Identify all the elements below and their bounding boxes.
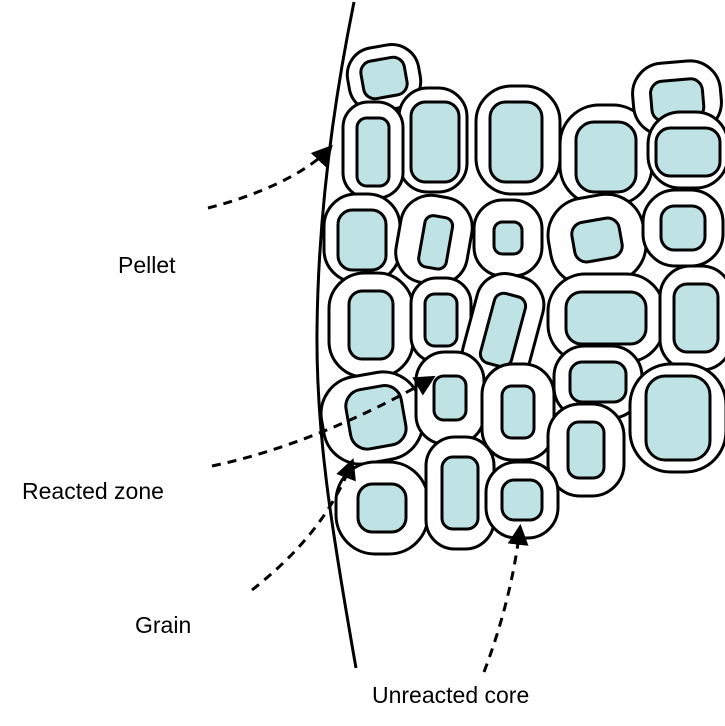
grain bbox=[416, 352, 484, 444]
grain bbox=[548, 404, 624, 496]
unreacted-core bbox=[358, 484, 406, 532]
grain bbox=[336, 462, 428, 554]
unreacted-core bbox=[502, 480, 542, 520]
unreacted-core bbox=[646, 376, 710, 460]
grain bbox=[474, 200, 542, 276]
grain bbox=[426, 437, 494, 549]
unreacted-core bbox=[570, 216, 624, 264]
grain bbox=[329, 273, 413, 377]
grain-label: Grain bbox=[135, 612, 191, 639]
grain bbox=[315, 366, 429, 470]
pellet-pointer-arrow bbox=[208, 148, 330, 208]
grain bbox=[391, 190, 477, 289]
unreacted-core bbox=[338, 210, 386, 270]
unreacted-core bbox=[442, 457, 478, 529]
unreacted-core bbox=[502, 386, 534, 438]
unreacted-core bbox=[661, 206, 705, 250]
unreacted-core bbox=[357, 118, 389, 186]
unreacted-core bbox=[359, 55, 409, 100]
unreacted-core bbox=[411, 102, 459, 182]
grain bbox=[660, 266, 725, 370]
unreacted-core bbox=[576, 122, 636, 192]
pellet-label: Pellet bbox=[118, 252, 176, 279]
grain bbox=[648, 112, 725, 188]
unreacted-core bbox=[566, 292, 646, 344]
grain bbox=[486, 462, 558, 538]
grain bbox=[476, 86, 560, 194]
grain bbox=[482, 364, 554, 460]
reacted-zone-label: Reacted zone bbox=[22, 478, 164, 505]
unreacted-core bbox=[490, 102, 542, 182]
unreacted-core bbox=[570, 362, 626, 402]
unreacted-core bbox=[656, 128, 720, 176]
grain bbox=[324, 194, 400, 282]
unreacted-core bbox=[568, 422, 604, 478]
grain bbox=[399, 88, 467, 192]
grain bbox=[630, 364, 725, 472]
grains-group bbox=[315, 40, 725, 554]
core-pointer-arrow bbox=[484, 528, 520, 672]
unreacted-core-label: Unreacted core bbox=[372, 682, 529, 709]
unreacted-core bbox=[494, 222, 522, 254]
unreacted-core bbox=[674, 284, 718, 352]
unreacted-core bbox=[434, 376, 466, 420]
unreacted-core bbox=[425, 294, 457, 346]
grain bbox=[643, 190, 723, 266]
grain bbox=[343, 102, 403, 198]
unreacted-core bbox=[349, 291, 393, 359]
